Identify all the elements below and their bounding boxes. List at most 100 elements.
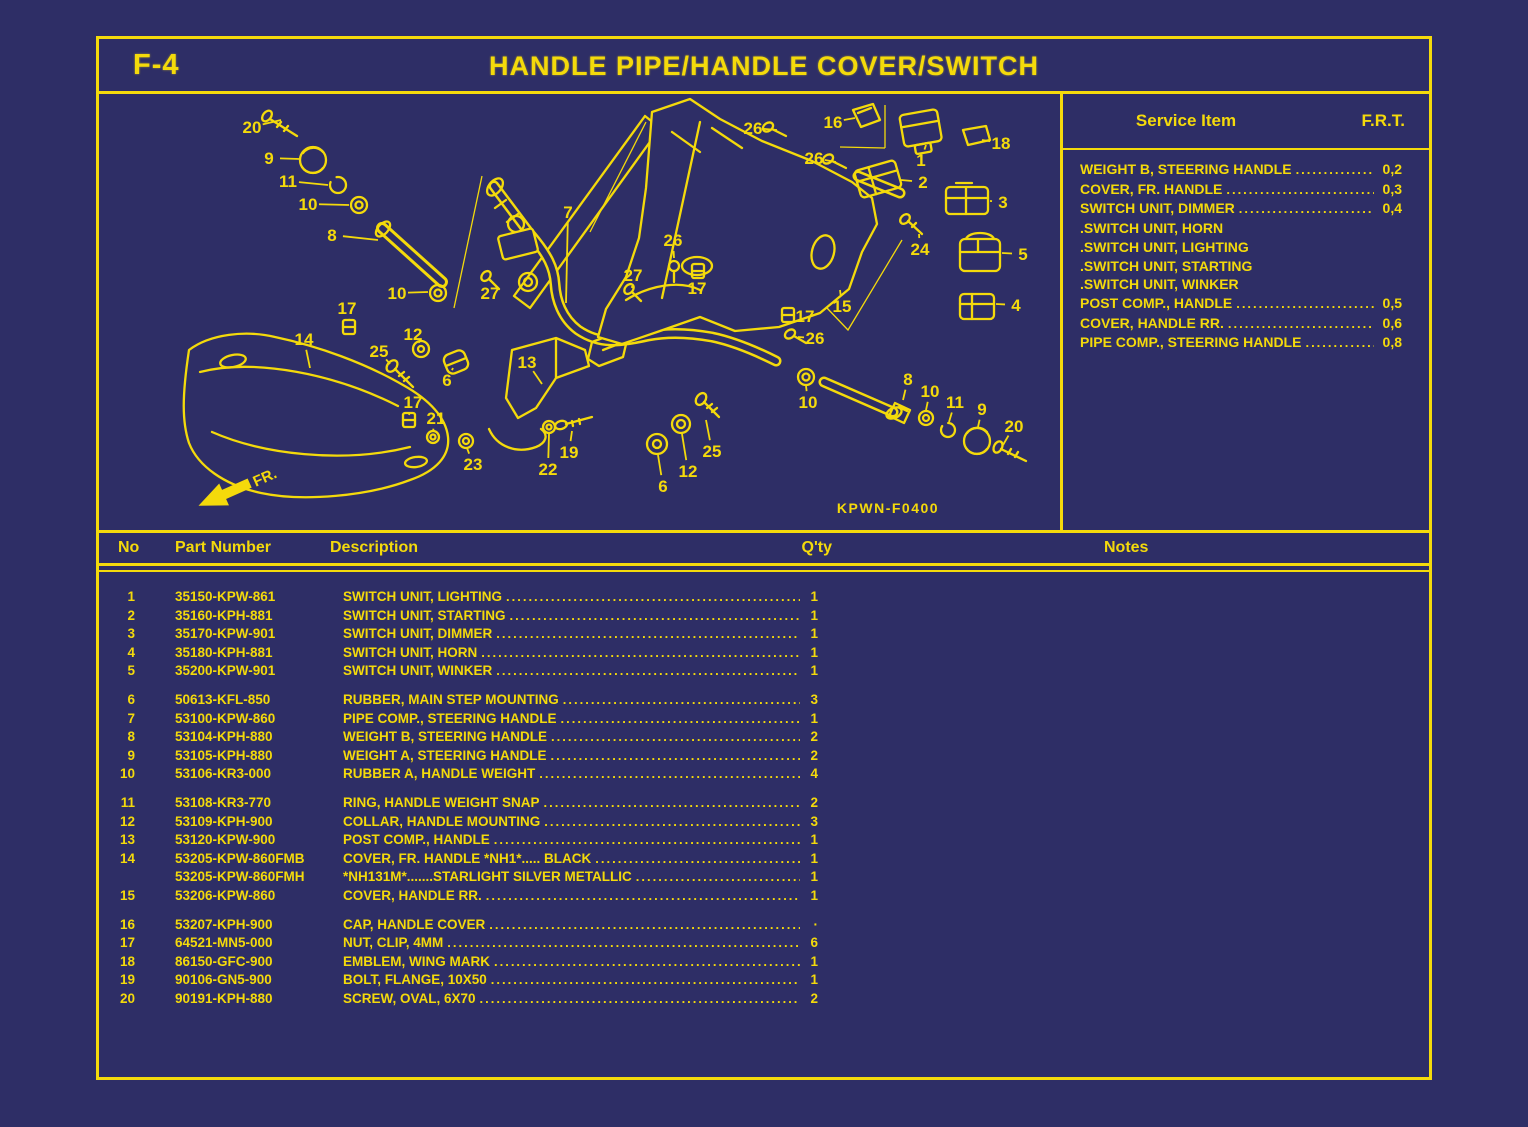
callout-leader-line: [298, 181, 329, 186]
part-description-cell: SWITCH UNIT, LIGHTING 1: [343, 588, 818, 607]
part-ref-no: 8: [127, 729, 135, 745]
part-description: BOLT, FLANGE, 10X50: [343, 972, 487, 988]
part-description-cell: NUT, CLIP, 4MM6: [343, 934, 818, 953]
callout-label: 8: [327, 226, 336, 245]
callout-label: 1: [916, 151, 925, 170]
part-quantity: 1: [810, 710, 818, 726]
service-item-row: SWITCH UNIT, DIMMER0,4: [1080, 199, 1402, 219]
service-item-name: .SWITCH UNIT, LIGHTING: [1080, 238, 1249, 255]
callout-leader-line: [547, 433, 550, 459]
dotted-leader: [1226, 180, 1374, 200]
part-description-cell: CAP, HANDLE COVER·: [343, 916, 818, 935]
part-number: 53108-KR3-770: [175, 794, 272, 810]
callout-label: 26: [805, 149, 824, 168]
callout-label: 9: [977, 400, 986, 419]
service-item-panel: Service Item F.R.T. WEIGHT B, STEERING H…: [1060, 94, 1429, 530]
callout-leader-line: [977, 419, 981, 428]
pipe-clamp: [497, 214, 629, 368]
dotted-leader: [510, 607, 801, 626]
callout-leader-line: [466, 447, 470, 455]
part-description: RUBBER, MAIN STEP MOUNTING: [343, 691, 559, 707]
part-quantity: 1: [810, 589, 818, 604]
dotted-leader: [447, 934, 800, 953]
callout-leader-line: [569, 430, 573, 442]
callout-leader-line: [1002, 435, 1010, 446]
callout-label: 17: [404, 393, 423, 412]
part-ref-no: 1: [127, 589, 135, 604]
part-description-cell: RUBBER A, HANDLE WEIGHT4: [343, 765, 818, 784]
callout-leader-line: [763, 128, 778, 131]
part-description: COVER, HANDLE RR.: [343, 887, 482, 903]
callout-leader-line: [342, 235, 379, 241]
part-ref-no: 5: [127, 663, 135, 679]
table-row: 53205-KPW-860FMH*NH131M*.......STARLIGHT…: [99, 868, 1429, 887]
dotted-leader: [1239, 199, 1374, 219]
part-description: WEIGHT B, STEERING HANDLE: [343, 729, 548, 745]
part-description: SWITCH UNIT, LIGHTING: [343, 589, 502, 604]
callout-label: 27: [624, 266, 643, 285]
part-ref-no: 14: [119, 850, 135, 866]
part-number: 53100-KPW-860: [175, 710, 276, 726]
part-description: RUBBER A, HANDLE WEIGHT: [343, 766, 536, 782]
part-description-cell: SWITCH UNIT, HORN1: [343, 644, 818, 663]
part-number: 53205-KPW-860FMB: [175, 850, 305, 866]
part-number: 53120-KPW-900: [175, 832, 276, 848]
callout-label: 17: [688, 279, 707, 298]
callout-leader-line: [981, 139, 991, 143]
callout-label: 23: [464, 455, 483, 474]
part-quantity: 1: [810, 972, 818, 988]
page-code: F-4: [133, 49, 180, 81]
reference-line: [453, 175, 483, 309]
dotted-leader: [496, 625, 800, 644]
callout-label: 12: [679, 462, 698, 481]
part-description: *NH131M*.......STARLIGHT SILVER METALLIC: [343, 869, 632, 885]
part-description-cell: RUBBER, MAIN STEP MOUNTING3: [343, 691, 818, 710]
service-item-row: POST COMP., HANDLE0,5: [1080, 294, 1402, 314]
part-number: 90106-GN5-900: [175, 972, 272, 988]
part-quantity: 1: [810, 644, 818, 660]
part-description-cell: WEIGHT A, STEERING HANDLE2: [343, 747, 818, 766]
dotted-leader: [544, 813, 800, 832]
part-number: 53206-KPW-860: [175, 887, 276, 903]
callout-label: 11: [946, 393, 964, 412]
part-ref-no: 20: [119, 990, 135, 1006]
part-description: EMBLEM, WING MARK: [343, 953, 490, 969]
callout-label: 22: [539, 460, 558, 479]
callout-leader-line: [900, 179, 913, 182]
part-quantity: ·: [813, 916, 819, 932]
callout-leader-line: [532, 370, 543, 385]
callout-label: 26: [744, 119, 763, 138]
dotted-leader: [551, 728, 800, 747]
part-number: 53104-KPH-880: [175, 729, 273, 745]
callout-leader-line: [705, 419, 711, 441]
dotted-leader: [1296, 160, 1374, 180]
part-ref-no: [118, 868, 135, 887]
part-number: 53106-KR3-000: [175, 766, 272, 782]
part-quantity: 2: [810, 729, 818, 745]
dotted-leader: [496, 662, 800, 681]
callout-label: 19: [560, 443, 579, 462]
dotted-leader: [539, 765, 800, 784]
reference-line: [589, 121, 647, 233]
diagram-art: FR.: [182, 97, 1028, 516]
callout-leader-line: [948, 412, 953, 423]
part-number: 50613-KFL-850: [175, 691, 271, 707]
part-description-cell: WEIGHT B, STEERING HANDLE 2: [343, 728, 818, 747]
part-description: SCREW, OVAL, 6X70: [343, 990, 476, 1006]
callout-label: 10: [388, 284, 407, 303]
dotted-leader: [491, 971, 800, 990]
dotted-leader: [1236, 294, 1374, 314]
part-quantity: 1: [810, 607, 818, 623]
service-item-name: SWITCH UNIT, DIMMER: [1080, 200, 1235, 217]
parts-table-header: No Part Number Description Q'ty Notes: [99, 530, 1429, 566]
frt-column-header: F.R.T.: [1361, 111, 1405, 130]
